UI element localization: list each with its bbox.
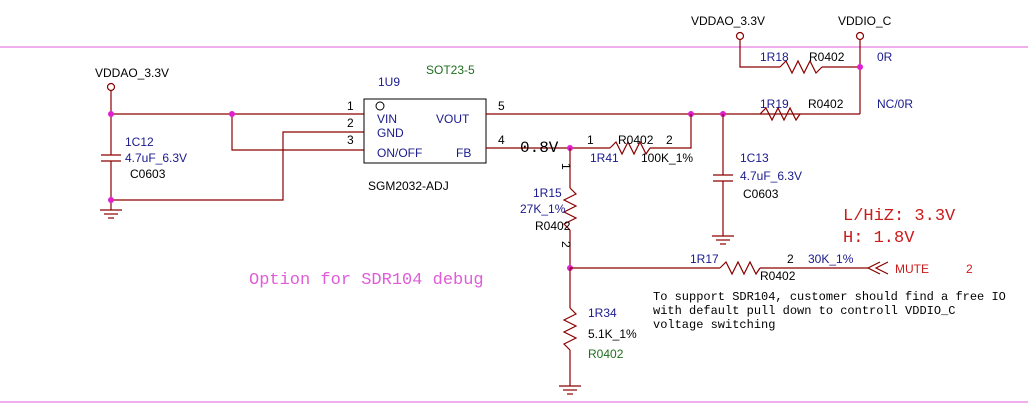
onoff-wire: [231, 114, 364, 151]
r34-value: 5.1K_1%: [588, 327, 637, 341]
r17-package: R0402: [760, 269, 796, 283]
net-label-vddao-left: VDDAO_3.3V: [95, 66, 169, 80]
r17-value: 30K_1%: [808, 252, 854, 266]
annotation-logic-low: L/HiZ: 3.3V: [843, 207, 956, 226]
c13-ref: 1C13: [740, 151, 769, 165]
u9-pin-onoff-num: 3: [347, 133, 354, 147]
c13-capacitor: [713, 174, 733, 182]
r18-left-wire: [739, 39, 780, 68]
annotation-option: Option for SDR104 debug: [249, 271, 484, 290]
u9-ref: 1U9: [378, 75, 400, 89]
mute-port-symbol: [866, 261, 889, 275]
net-label-mute: MUTE: [895, 262, 929, 276]
u9-pin-gnd-num: 2: [347, 116, 354, 130]
u9-pin-vout-name: VOUT: [436, 112, 470, 126]
r41-ref: 1R41: [590, 151, 619, 165]
junction-vddio-c: [857, 64, 863, 70]
annotation-note-line2: with default pull down to controll VDDIO…: [653, 304, 955, 318]
net-label-vddio-c: VDDIO_C: [838, 14, 892, 28]
c13-package: C0603: [743, 187, 779, 201]
r41-value: 100K_1%: [641, 151, 693, 165]
r15-pin1: 1: [559, 163, 573, 170]
r34-ref: 1R34: [588, 306, 617, 320]
vddao-top-terminal: [735, 31, 745, 41]
vddao-left-supply: [106, 82, 116, 114]
r19-value: NC/0R: [877, 97, 913, 111]
r15-package: R0402: [535, 219, 571, 233]
ground-symbol-r34: [559, 385, 581, 395]
annotation-note-line1: To support SDR104, customer should find …: [653, 290, 1006, 304]
c13-value: 4.7uF_6.3V: [740, 169, 802, 183]
r41-pin2: 2: [666, 133, 673, 147]
r19-package: R0402: [808, 97, 844, 111]
ground-symbol-c12: [100, 209, 122, 219]
r18-value: 0R: [877, 50, 893, 64]
c12-capacitor: [101, 154, 121, 162]
r18-package: R0402: [809, 50, 845, 64]
r17-ref: 1R17: [690, 252, 719, 266]
fb-voltage: 0.8V: [520, 139, 559, 157]
r17-pin2: 2: [787, 252, 794, 266]
c12-value: 4.7uF_6.3V: [125, 151, 187, 165]
net-label-vddao-top: VDDAO_3.3V: [691, 14, 765, 28]
gnd-wire: [111, 131, 364, 201]
r41-right-wire: [650, 114, 692, 149]
u9-pin-vin-name: VIN: [377, 112, 397, 126]
u9-pin-onoff-name: ON/OFF: [377, 146, 422, 160]
u9-part: SGM2032-ADJ: [368, 179, 449, 193]
u9-pin-vout-num: 5: [498, 99, 505, 113]
u9-pin-gnd-name: GND: [377, 126, 404, 140]
r15-resistor: [562, 187, 578, 231]
r41-pin1: 1: [587, 133, 594, 147]
r18-resistor: [779, 59, 823, 75]
vddio-c-terminal: [855, 31, 865, 41]
u9-pin-vin-num: 1: [347, 99, 354, 113]
u9-package: SOT23-5: [426, 63, 475, 77]
r15-ref: 1R15: [533, 186, 562, 200]
u9-pin-fb-name: FB: [456, 146, 471, 160]
c12-package: C0603: [130, 167, 166, 181]
junction-vin-onoff: [229, 111, 235, 117]
u9-body: [363, 98, 487, 164]
mute-pin-number: 2: [966, 262, 973, 276]
junction-vin-left: [108, 111, 114, 117]
r15-pin2: 2: [559, 241, 573, 248]
r15-value: 27K_1%: [520, 202, 566, 216]
u9-pin1-marker: [375, 101, 385, 111]
u9-pin-fb-num: 4: [498, 133, 505, 147]
r18-ref: 1R18: [760, 50, 789, 64]
r19-resistor: [759, 106, 801, 122]
r34-resistor: [562, 307, 578, 351]
annotation-note-line3: voltage switching: [653, 318, 775, 332]
r34-package: R0402: [588, 347, 624, 361]
junction-gnd-left: [108, 197, 114, 203]
r19-ref: 1R19: [760, 97, 789, 111]
r17-resistor: [719, 260, 761, 276]
c12-ref: 1C12: [125, 135, 154, 149]
ground-symbol-c13: [712, 235, 734, 245]
r41-resistor: [609, 140, 651, 156]
r41-package: R0402: [618, 133, 654, 147]
annotation-logic-high: H: 1.8V: [843, 229, 915, 248]
